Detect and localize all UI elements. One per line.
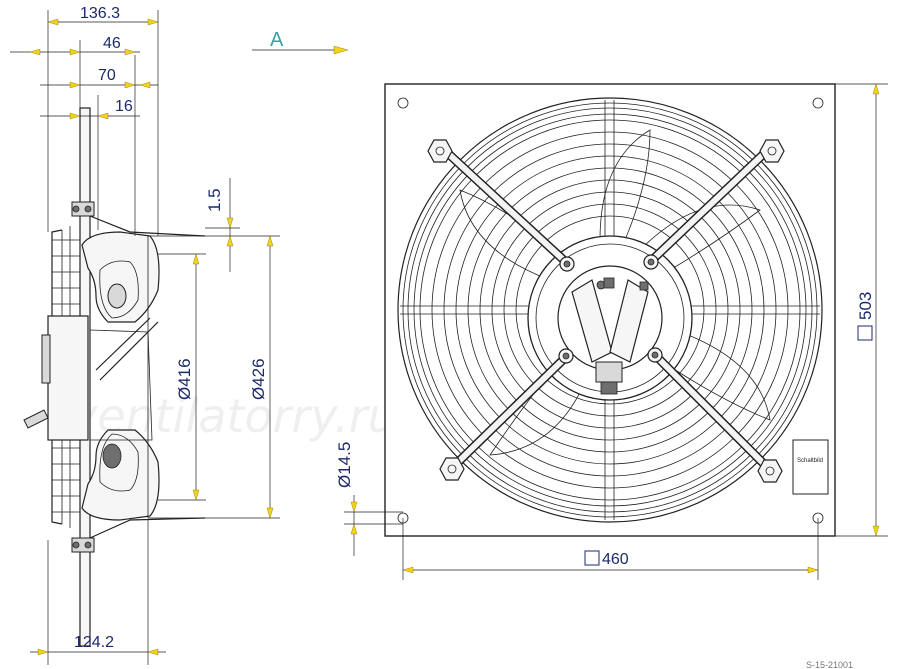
side-blade-lower-inner [99, 433, 139, 492]
dim-hole-dia: Ø14.5 [335, 442, 354, 488]
side-bracket-top [71, 201, 95, 217]
strut-nuts-outer [427, 139, 785, 483]
dim-dia-outer: Ø426 [249, 358, 268, 400]
terminal-clamp-2 [639, 281, 649, 291]
dim-base-depth: 124.2 [74, 634, 114, 651]
side-arm-top [89, 215, 206, 237]
bolt-bottom-left [72, 541, 80, 549]
drawing-code: S-15-21001 [806, 660, 853, 669]
nameplate-text: Schaltbild [797, 458, 823, 464]
front-dimensions: 503 460 Ø14.5 [335, 83, 888, 580]
side-arm-bottom [89, 517, 206, 539]
side-view [23, 107, 206, 647]
side-frame [89, 329, 153, 441]
side-motor-box [47, 315, 89, 441]
dim-hole-spacing: 460 [602, 551, 629, 568]
view-label: A [270, 29, 284, 51]
guard-rings [397, 97, 823, 523]
bolt-top-left [72, 205, 80, 213]
hole-top-right [812, 97, 824, 109]
dim-70: 70 [98, 67, 116, 84]
side-bracket-bottom [71, 537, 95, 553]
terminal-clamp [603, 277, 615, 289]
front-view: Schaltbild [384, 83, 836, 537]
side-cable-gland [23, 409, 49, 429]
dim-dia-inner: Ø416 [175, 358, 194, 400]
square-symbol-vertical [857, 325, 873, 341]
guard-struts [435, 141, 777, 475]
hole-top-left [397, 97, 409, 109]
dim-16: 16 [115, 98, 133, 115]
bolt-bottom-right [84, 541, 92, 549]
cable-gland-front [595, 361, 623, 383]
side-blade-lower [81, 429, 160, 521]
side-blade-upper-inner [99, 260, 139, 319]
side-terminal-box [41, 334, 51, 384]
dim-plate-size: 503 [856, 292, 875, 320]
strut-nuts-inner [558, 254, 663, 364]
dim-overall-depth: 136.3 [80, 5, 120, 22]
cable-gland-nut [600, 381, 618, 395]
side-wire-1 [95, 317, 151, 371]
dim-46: 46 [103, 35, 121, 52]
square-symbol-horizontal [584, 550, 600, 566]
side-hub-lower [102, 443, 122, 469]
nameplate [792, 439, 829, 495]
side-dimensions: 136.3 46 70 16 124.2 1.5 [10, 5, 280, 665]
side-hub-upper [107, 283, 127, 309]
view-arrow: A [252, 29, 349, 55]
dim-gap: 1.5 [205, 188, 224, 212]
bolt-top-right [84, 205, 92, 213]
side-blade-upper [81, 231, 160, 323]
